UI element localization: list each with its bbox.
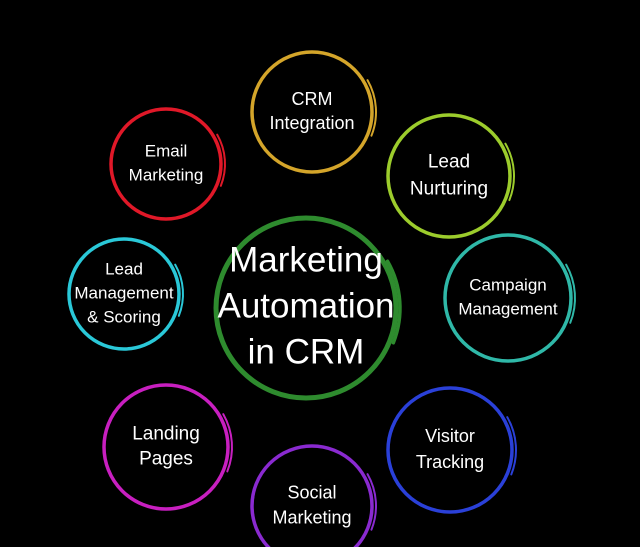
node-label-lead-management-scoring: Lead (105, 259, 143, 278)
node-ring-email-marketing-stroke (216, 133, 226, 187)
node-ring-lead-management-scoring-stroke (174, 263, 184, 317)
node-label-lead-management-scoring: & Scoring (87, 307, 161, 326)
node-label-social-marketing: Marketing (272, 507, 351, 527)
node-label-landing-pages: Pages (139, 449, 193, 470)
center-ring-stroke (385, 259, 402, 345)
node-ring-social-marketing-stroke (366, 473, 377, 531)
node-ring-lead-management-scoring (67, 237, 181, 351)
node-label-visitor-tracking: Tracking (416, 452, 484, 472)
node-label-lead-nurturing: Lead (428, 152, 470, 173)
node-crm-integration: CRM Integration (250, 50, 377, 174)
node-ring-crm-integration (250, 50, 374, 174)
node-ring-campaign-management-stroke (565, 263, 576, 324)
node-ring-campaign-management (443, 233, 573, 363)
node-label-crm-integration: CRM (292, 89, 333, 109)
node-label-social-marketing: Social (287, 482, 336, 502)
node-label-visitor-tracking: Visitor (425, 426, 475, 446)
center-label-line: in CRM (248, 332, 365, 371)
center-ring (213, 215, 399, 401)
node-ring-email-marketing (109, 107, 223, 221)
node-label-lead-management-scoring: Management (74, 283, 174, 302)
node-label-campaign-management: Campaign (469, 275, 547, 294)
node-label-email-marketing: Marketing (129, 165, 204, 184)
node-ring-crm-integration-stroke (366, 79, 377, 137)
node-label-lead-nurturing: Nurturing (410, 179, 488, 200)
node-label-crm-integration: Integration (269, 113, 354, 133)
node-ring-lead-nurturing (386, 113, 512, 239)
node-ring-landing-pages (102, 383, 230, 511)
node-ring-social-marketing (250, 444, 374, 547)
node-ring-lead-nurturing-stroke (504, 142, 515, 202)
center-label-line: Marketing (229, 240, 383, 279)
node-label-landing-pages: Landing (132, 424, 200, 445)
node-ring-visitor-tracking (386, 386, 514, 514)
node-label-email-marketing: Email (145, 141, 188, 160)
node-ring-visitor-tracking-stroke (506, 416, 517, 476)
node-label-campaign-management: Management (458, 299, 558, 318)
center-label-line: Automation (217, 286, 394, 325)
node-ring-landing-pages-stroke (222, 413, 233, 473)
